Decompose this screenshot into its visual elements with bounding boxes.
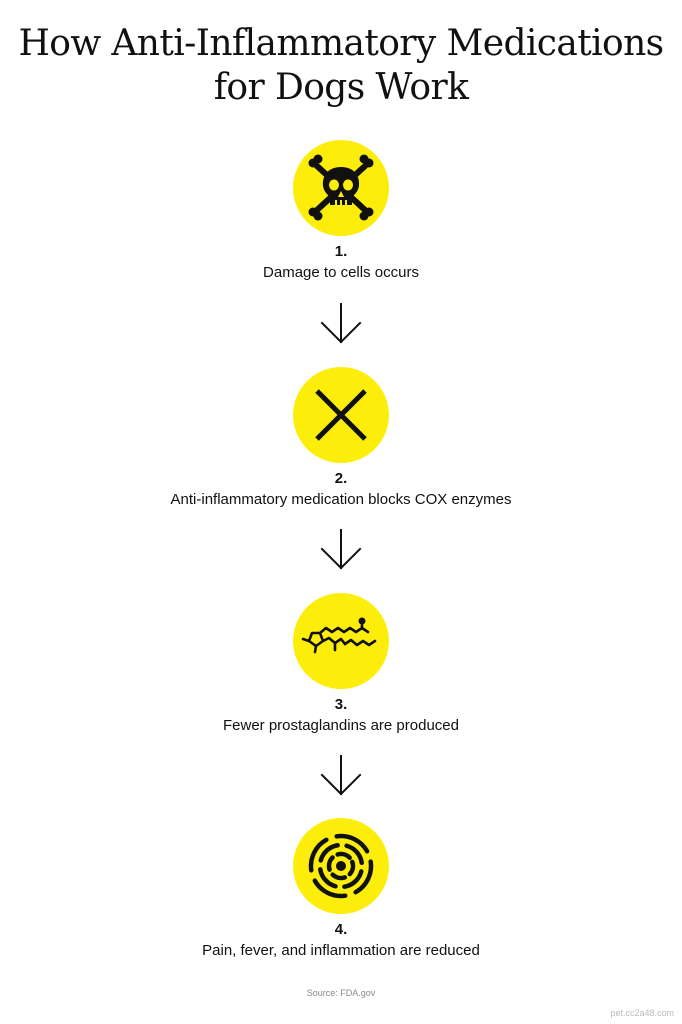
step-4-number: 4. bbox=[334, 921, 348, 938]
step-3-text: Fewer prostaglandins are produced bbox=[223, 717, 459, 734]
step-4-circle bbox=[293, 818, 389, 914]
radiating-waves-icon bbox=[308, 833, 374, 899]
x-cross-icon bbox=[315, 389, 367, 441]
down-arrow-icon bbox=[320, 303, 362, 344]
skull-crossbones-icon bbox=[308, 154, 374, 221]
step-4-text: Pain, fever, and inflammation are reduce… bbox=[202, 942, 480, 959]
down-arrow-icon bbox=[320, 755, 362, 796]
page-title: How Anti-Inflammatory Medications for Do… bbox=[0, 22, 682, 110]
watermark: pet.cc2a48.com bbox=[610, 1008, 674, 1018]
step-2-circle bbox=[293, 367, 389, 463]
step-1-text: Damage to cells occurs bbox=[263, 264, 419, 281]
step-1-circle bbox=[293, 140, 389, 236]
step-2-text: Anti-inflammatory medication blocks COX … bbox=[170, 491, 512, 508]
down-arrow-icon bbox=[320, 529, 362, 570]
step-1-number: 1. bbox=[334, 243, 348, 260]
title-line-2: for Dogs Work bbox=[213, 67, 469, 108]
step-2-number: 2. bbox=[334, 470, 348, 487]
title-line-1: How Anti-Inflammatory Medications bbox=[18, 23, 664, 64]
molecule-icon bbox=[301, 617, 377, 654]
step-3-circle bbox=[293, 593, 389, 689]
step-3-number: 3. bbox=[334, 696, 348, 713]
source-note: Source: FDA.gov bbox=[306, 988, 376, 998]
